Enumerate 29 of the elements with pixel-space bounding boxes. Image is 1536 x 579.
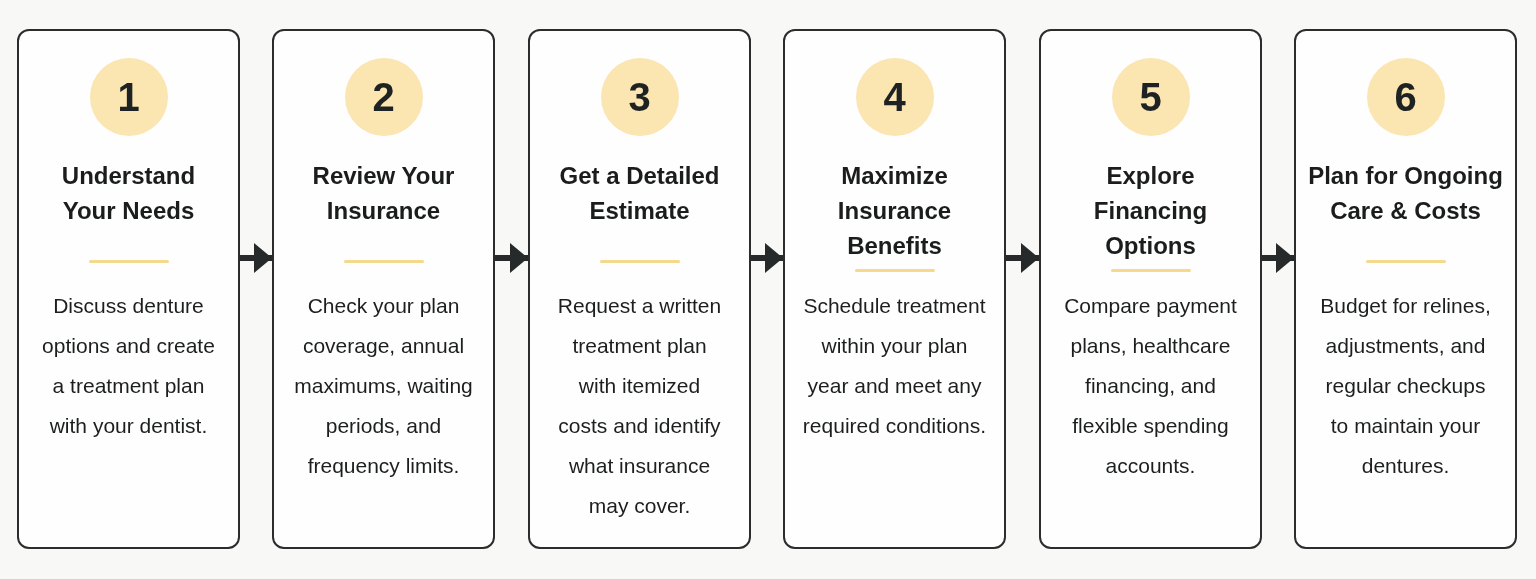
step-card	[1294, 29, 1517, 549]
step-card	[17, 29, 240, 549]
step-card	[528, 29, 751, 549]
step-title: Review Your Insurance	[311, 161, 456, 226]
step-number: 1	[89, 57, 168, 136]
step-title: Plan for Ongoing Care & Costs	[1307, 161, 1504, 226]
step-description: Budget for relines, adjustments, and regular checkups to maintain your dentures.	[1319, 292, 1492, 479]
step-number: 3	[600, 57, 679, 136]
step-description: Discuss denture options and create a treatment plan with your dentist.	[41, 292, 216, 439]
arrow	[1262, 243, 1294, 273]
step-card	[783, 29, 1006, 549]
step-number: 4	[855, 57, 934, 136]
step-description: Schedule treatment within your plan year and meet any required conditions.	[801, 292, 988, 439]
step-title: Understand Your Needs	[60, 161, 197, 226]
step-title: Explore Financing Options	[1092, 161, 1209, 261]
step-title: Maximize Insurance Benefits	[836, 161, 953, 261]
step-description: Request a written treatment plan with itemized costs and identify what insurance may cover.	[556, 292, 723, 519]
arrow	[1006, 243, 1039, 273]
arrow	[240, 243, 272, 273]
step-description: Compare payment plans, healthcare financing, and flexible spending accounts.	[1063, 292, 1238, 479]
step-card	[272, 29, 495, 549]
step-number: 6	[1366, 57, 1445, 136]
arrow	[751, 243, 783, 273]
step-number: 2	[344, 57, 423, 136]
step-description: Check your plan coverage, annual maximums, waiting periods, and frequency limits.	[293, 292, 474, 479]
arrow	[495, 243, 528, 273]
step-card	[1039, 29, 1262, 549]
step-number: 5	[1111, 57, 1190, 136]
step-title: Get a Detailed Estimate	[558, 161, 721, 226]
